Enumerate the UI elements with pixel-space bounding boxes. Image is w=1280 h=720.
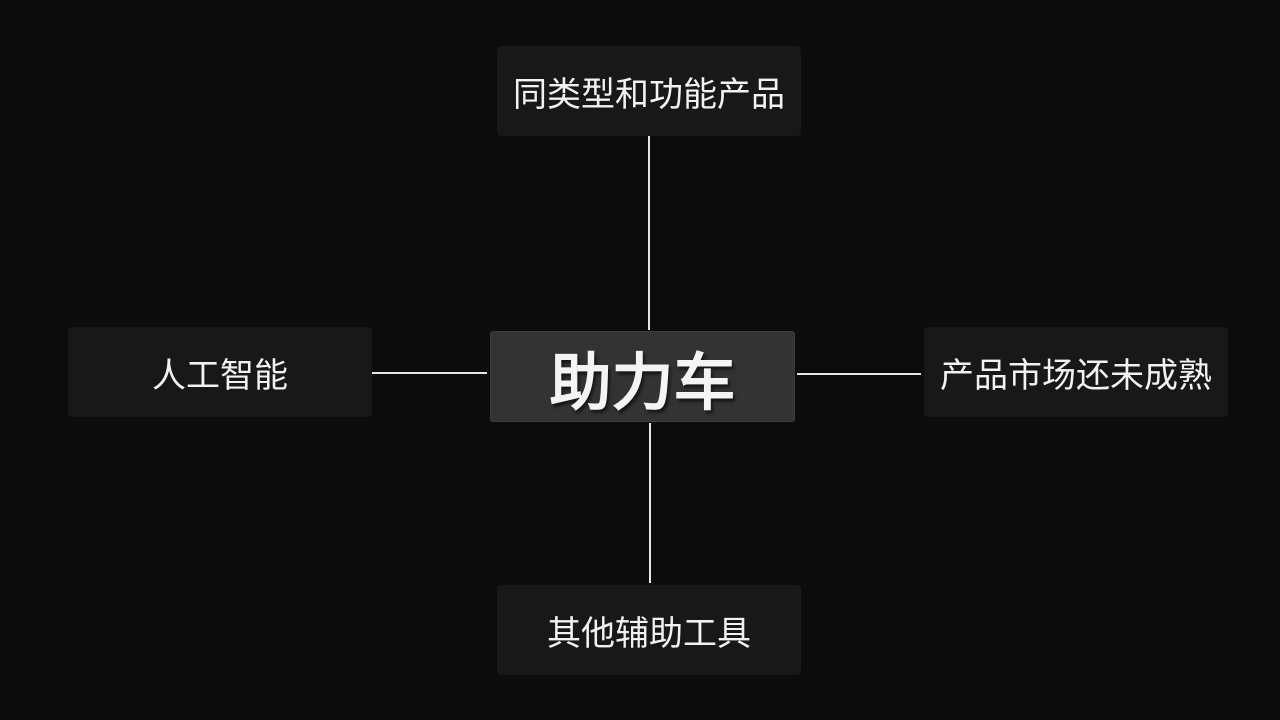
- connector-bottom: [649, 423, 651, 583]
- node-top: 同类型和功能产品: [497, 46, 801, 136]
- connector-right: [797, 373, 921, 375]
- node-left-label: 人工智能: [152, 355, 288, 396]
- center-node-label: 助力车: [549, 345, 736, 419]
- node-top-label: 同类型和功能产品: [513, 74, 785, 115]
- center-node: 助力车: [490, 331, 795, 422]
- connector-top: [648, 136, 650, 330]
- node-right: 产品市场还未成熟: [924, 327, 1228, 417]
- node-bottom-label: 其他辅助工具: [547, 613, 751, 654]
- connector-left: [372, 372, 487, 374]
- node-left: 人工智能: [68, 327, 372, 417]
- node-right-label: 产品市场还未成熟: [940, 355, 1212, 396]
- node-bottom: 其他辅助工具: [497, 585, 801, 675]
